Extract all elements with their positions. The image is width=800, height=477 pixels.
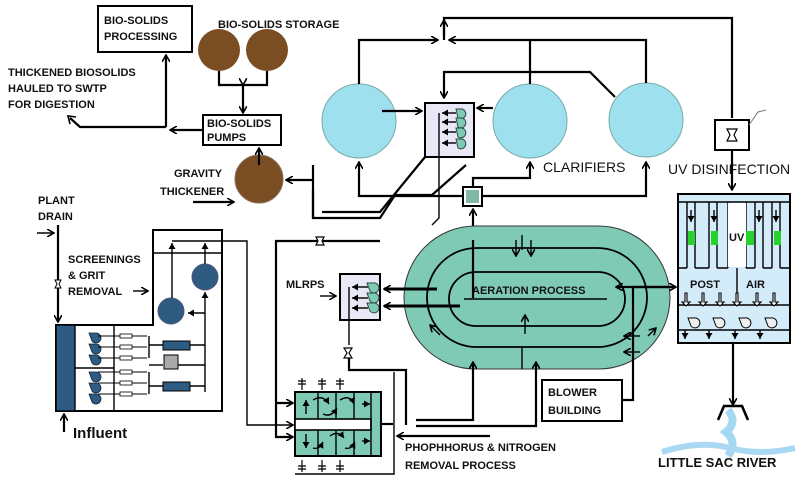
effluent-header-left — [357, 40, 438, 84]
pump-icon — [88, 393, 102, 405]
pump-icon — [366, 282, 380, 294]
pump-icon — [88, 382, 102, 394]
screenings-label-1: SCREENINGS — [68, 254, 141, 266]
pump-icon — [366, 292, 380, 304]
biosolids-processing-label-1: BIO-SOLIDS — [104, 15, 168, 27]
biosolids-pumps-box: BIO-SOLIDS PUMPS — [202, 114, 282, 146]
ras-header — [444, 70, 616, 98]
uv-valve-box — [714, 119, 750, 151]
thickened-biosolids-label-3: FOR DIGESTION — [8, 99, 95, 111]
screenings-label-3: REMOVAL — [68, 286, 122, 298]
pump-icon — [88, 332, 102, 344]
pump-icon — [738, 317, 752, 329]
biosolids-storage-label: BIO-SOLIDS STORAGE — [218, 19, 339, 31]
river-label: LITTLE SAC RIVER — [658, 455, 777, 470]
biosolids-pumps-label-2: PUMPS — [207, 132, 246, 144]
uv-label: UV — [729, 232, 745, 244]
effluent-header-right — [449, 40, 648, 83]
influent-channel — [55, 324, 76, 412]
effluent-to-uv — [442, 16, 734, 118]
clarifiers-label: CLARIFIERS — [543, 159, 625, 175]
grit-tank-1 — [157, 297, 185, 325]
gravity-thickener-label-1: GRAVITY — [174, 168, 223, 180]
splitter-box — [462, 186, 483, 207]
biosolids-pumps-label-1: BIO-SOLIDS — [207, 118, 271, 130]
thickened-biosolids-label-2: HAULED TO SWTP — [8, 83, 107, 95]
blower-building: BLOWER BUILDING — [541, 379, 623, 422]
pump-icon — [712, 317, 726, 329]
pump-icon — [455, 138, 467, 150]
aeration-process-label: AERATION PROCESS — [472, 285, 585, 297]
blower-building-label-2: BUILDING — [548, 405, 601, 417]
mlrps-label: MLRPS — [286, 279, 325, 291]
haul-line — [69, 117, 166, 129]
pump-icon — [455, 127, 467, 139]
ras-pump-station — [424, 102, 475, 226]
pump-icon — [764, 317, 778, 329]
storage-manifold — [217, 71, 269, 87]
biosolids-processing-label-2: PROCESSING — [104, 31, 177, 43]
outfall-icon — [716, 404, 750, 421]
biosolids-storage-tank-2 — [246, 29, 288, 71]
pump-icon — [88, 371, 102, 383]
pn-removal-label-1: PHOPHHORUS & NITROGEN — [405, 442, 556, 454]
clarifier-1 — [321, 83, 397, 159]
pump-icon — [88, 343, 102, 355]
river-water — [661, 441, 796, 455]
uv-lamp — [774, 231, 781, 245]
pump-icon — [366, 302, 380, 314]
blower-building-label-1: BLOWER — [548, 387, 597, 399]
grit-tank-2 — [191, 263, 219, 291]
pump-icon — [455, 117, 467, 129]
clarifier-3 — [608, 82, 684, 158]
valve-icon — [342, 347, 354, 359]
uv-post-air-unit: UV POST AIR — [677, 193, 791, 344]
clarifier-2 — [492, 83, 568, 159]
thickened-biosolids-label-1: THICKENED BIOSOLIDS — [8, 67, 136, 79]
pump-icon — [455, 108, 467, 120]
air-label: AIR — [746, 279, 765, 291]
pump-icon — [687, 317, 701, 329]
uv-lamp — [688, 231, 695, 245]
valve-icon — [315, 236, 325, 246]
headworks — [55, 229, 293, 425]
pump-icon — [88, 354, 102, 366]
gravity-thickener-label-2: THICKENER — [160, 186, 224, 198]
post-label: POST — [690, 279, 720, 291]
pn-removal-basin — [294, 391, 382, 457]
uv-lamp — [746, 231, 754, 245]
diffuser-drops — [298, 378, 344, 472]
uv-disinfection-label: UV DISINFECTION — [668, 161, 790, 177]
was-line — [311, 164, 467, 220]
plant-drain-label-2: DRAIN — [38, 211, 73, 223]
screenings-label-2: & GRIT — [68, 270, 106, 282]
aeration-basin: AERATION PROCESS — [403, 225, 671, 370]
influent-label: Influent — [73, 425, 127, 442]
valve-icon — [54, 279, 62, 289]
pn-removal-label-2: REMOVAL PROCESS — [405, 460, 516, 472]
biosolids-storage-tank-1 — [198, 29, 240, 71]
biosolids-processing-box: BIO-SOLIDS PROCESSING — [97, 5, 193, 53]
mlrps-pump-station — [339, 273, 381, 345]
plant-drain-label-1: PLANT — [38, 195, 75, 207]
uv-lamp — [711, 231, 718, 245]
